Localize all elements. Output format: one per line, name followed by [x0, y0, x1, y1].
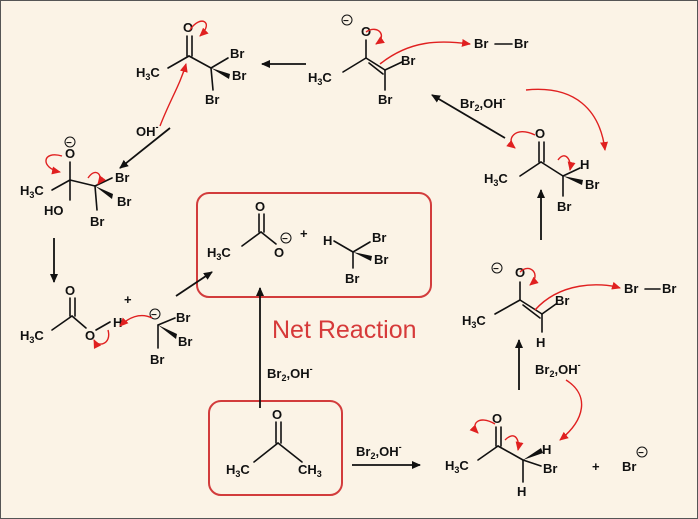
svg-text:OH-: OH-: [136, 122, 159, 139]
svg-text:Br: Br: [662, 281, 676, 296]
br-br-product-2: Br: [624, 281, 638, 296]
svg-text:H3C: H3C: [136, 65, 160, 82]
svg-text:H: H: [517, 484, 526, 499]
dibromoketone: O H3C H Br Br: [484, 126, 599, 214]
svg-text:Br: Br: [90, 214, 104, 229]
reaction-arrow-4: [431, 94, 506, 139]
svg-text:Br: Br: [176, 310, 190, 325]
svg-text:−: −: [343, 16, 349, 27]
dibromo-enolate: O − H3C Br Br Br Br: [308, 14, 528, 107]
starting-material-box: [208, 400, 343, 496]
svg-text:−: −: [66, 138, 72, 149]
svg-text:H: H: [580, 157, 589, 172]
acetate: O H3C O − +: [207, 199, 308, 262]
svg-text:HO: HO: [44, 203, 64, 218]
svg-text:Br: Br: [543, 461, 557, 476]
svg-text:O: O: [255, 199, 265, 214]
svg-text:O: O: [65, 283, 75, 298]
svg-text:O: O: [515, 265, 525, 280]
svg-text:H3C: H3C: [484, 171, 508, 188]
svg-text:O: O: [85, 328, 95, 343]
svg-text:H3C: H3C: [20, 183, 44, 200]
svg-text:H3C: H3C: [308, 70, 332, 87]
svg-text:Br: Br: [178, 334, 192, 349]
svg-text:O: O: [274, 245, 284, 260]
svg-text:H3C: H3C: [226, 462, 250, 479]
svg-text:+: +: [124, 292, 132, 307]
svg-text:Br: Br: [230, 46, 244, 61]
svg-text:+: +: [592, 459, 600, 474]
svg-text:Br: Br: [555, 293, 569, 308]
reaction-arrow-8: [175, 271, 213, 297]
svg-text:O: O: [492, 411, 502, 426]
acetic-acid-and-tribromomethanide: O H3C O H + − Br Br Br: [20, 283, 192, 367]
svg-text:Br: Br: [378, 92, 392, 107]
svg-text:Br: Br: [117, 194, 131, 209]
svg-text:Br: Br: [514, 36, 528, 51]
svg-text:−: −: [282, 234, 288, 245]
svg-text:−: −: [493, 264, 499, 275]
svg-text:Br: Br: [232, 68, 246, 83]
svg-text:O: O: [272, 407, 282, 422]
svg-text:O: O: [65, 146, 75, 161]
svg-text:H: H: [323, 233, 332, 248]
svg-text:O: O: [535, 126, 545, 141]
svg-text:Br: Br: [557, 199, 571, 214]
svg-text:H: H: [536, 335, 545, 350]
reagent-label-4: Br2,OH-: [460, 94, 506, 113]
net-product-box: [196, 192, 432, 298]
tetrahedral-intermediate: O − H3C HO Br Br Br: [20, 136, 131, 229]
reagent-label-1: Br2,OH-: [356, 442, 402, 461]
svg-text:Br: Br: [205, 92, 219, 107]
svg-text:O: O: [183, 20, 193, 35]
svg-text:H: H: [542, 442, 551, 457]
svg-text:Br: Br: [372, 230, 386, 245]
svg-text:CH3: CH3: [298, 462, 322, 479]
svg-text:H3C: H3C: [207, 245, 231, 262]
svg-text:Br: Br: [115, 170, 129, 185]
svg-text:Br: Br: [401, 53, 415, 68]
net-reaction-label: Net Reaction: [272, 316, 417, 344]
svg-text:Br: Br: [622, 459, 636, 474]
acetone: O H3C CH3: [226, 407, 322, 479]
br-br-product-1: Br: [474, 36, 488, 51]
bromoform: H Br Br Br: [323, 230, 388, 286]
bromo-enolate: O − H3C Br H Br Br: [462, 262, 676, 350]
svg-text:Br: Br: [150, 352, 164, 367]
svg-text:Br: Br: [585, 177, 599, 192]
svg-text:H3C: H3C: [462, 313, 486, 330]
svg-text:Br: Br: [345, 271, 359, 286]
monobromoketone-bottom: O H3C H Br H + Br −: [445, 411, 648, 499]
reagent-label-2: Br2,OH-: [535, 360, 581, 379]
svg-text:H3C: H3C: [445, 458, 469, 475]
svg-text:−: −: [151, 310, 157, 321]
reagent-label-net: Br2,OH-: [267, 364, 313, 383]
svg-text:−: −: [638, 448, 644, 459]
reaction-arrow-6: [119, 127, 171, 169]
svg-text:H: H: [113, 315, 122, 330]
tribromoketone: O H3C Br Br Br OH-: [136, 20, 246, 139]
svg-text:Br: Br: [374, 252, 388, 267]
svg-text:H3C: H3C: [20, 328, 44, 345]
svg-text:+: +: [300, 226, 308, 241]
